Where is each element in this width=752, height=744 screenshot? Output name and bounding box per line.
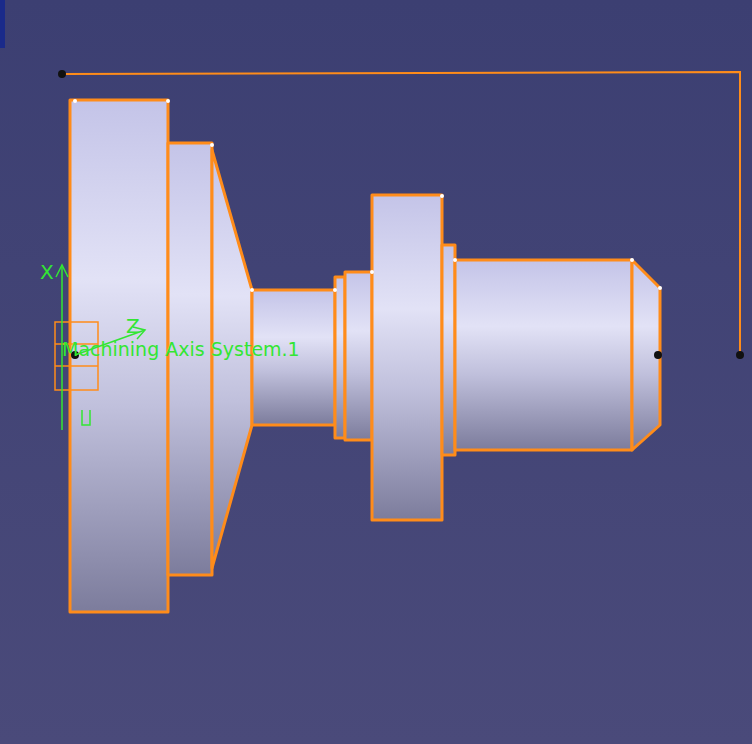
main-cylinder bbox=[455, 260, 632, 450]
window-edge bbox=[0, 0, 5, 48]
collar bbox=[372, 195, 442, 520]
cone bbox=[212, 150, 252, 568]
step bbox=[442, 245, 455, 455]
edge-vertices bbox=[73, 99, 662, 292]
flange bbox=[168, 143, 212, 575]
axis-system-name: Machining Axis System.1 bbox=[62, 340, 300, 359]
step bbox=[345, 272, 372, 440]
axis-letter: Z bbox=[126, 316, 140, 336]
axis-letter: X bbox=[40, 262, 54, 282]
stock-points bbox=[58, 70, 744, 359]
